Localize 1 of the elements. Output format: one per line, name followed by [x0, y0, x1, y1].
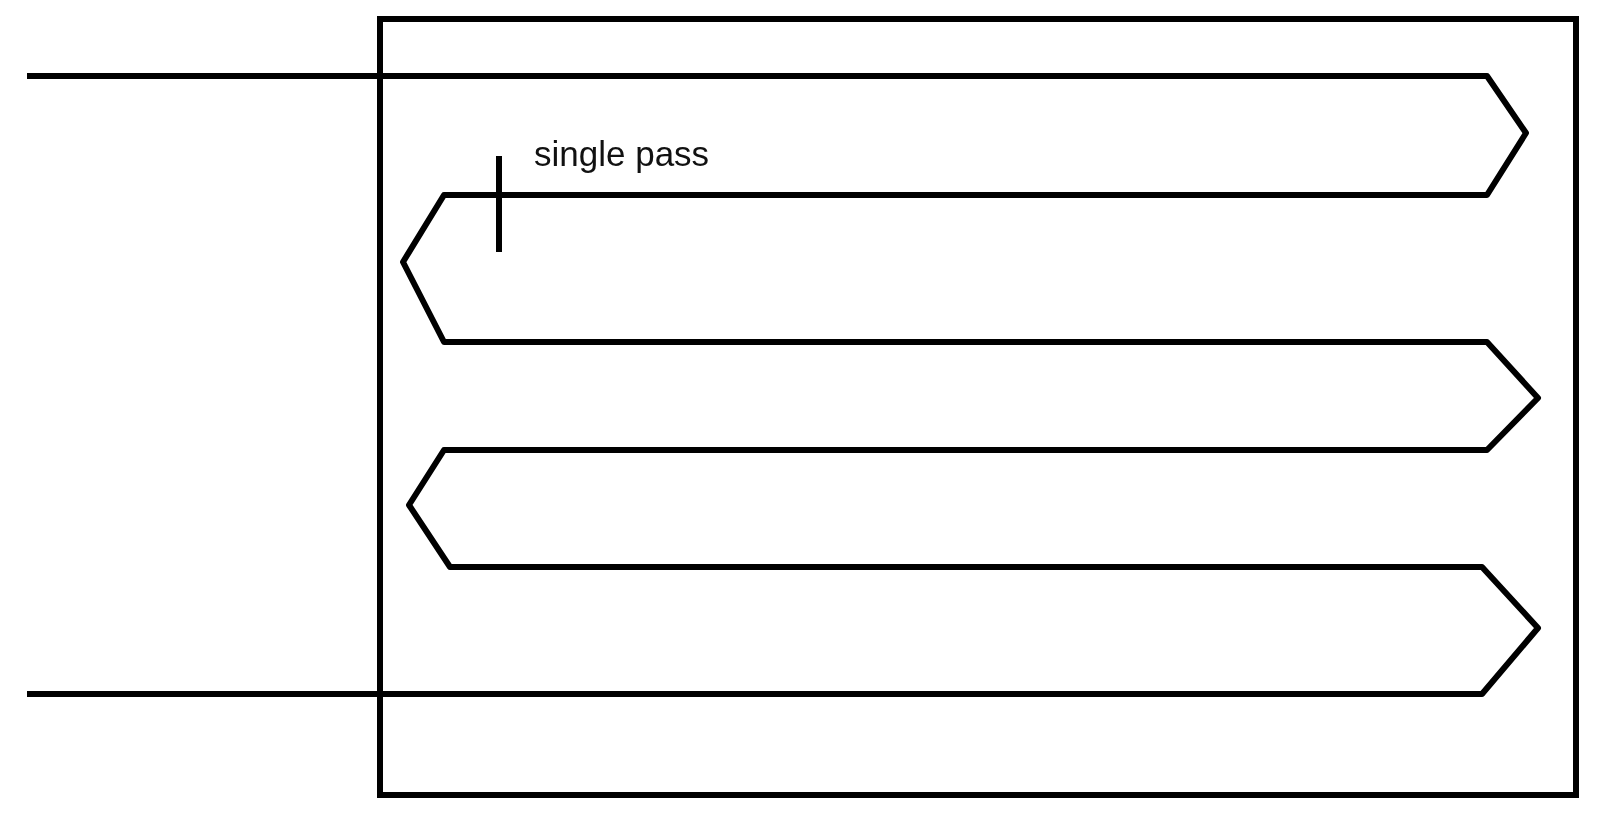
- pass-label: single pass: [534, 136, 710, 171]
